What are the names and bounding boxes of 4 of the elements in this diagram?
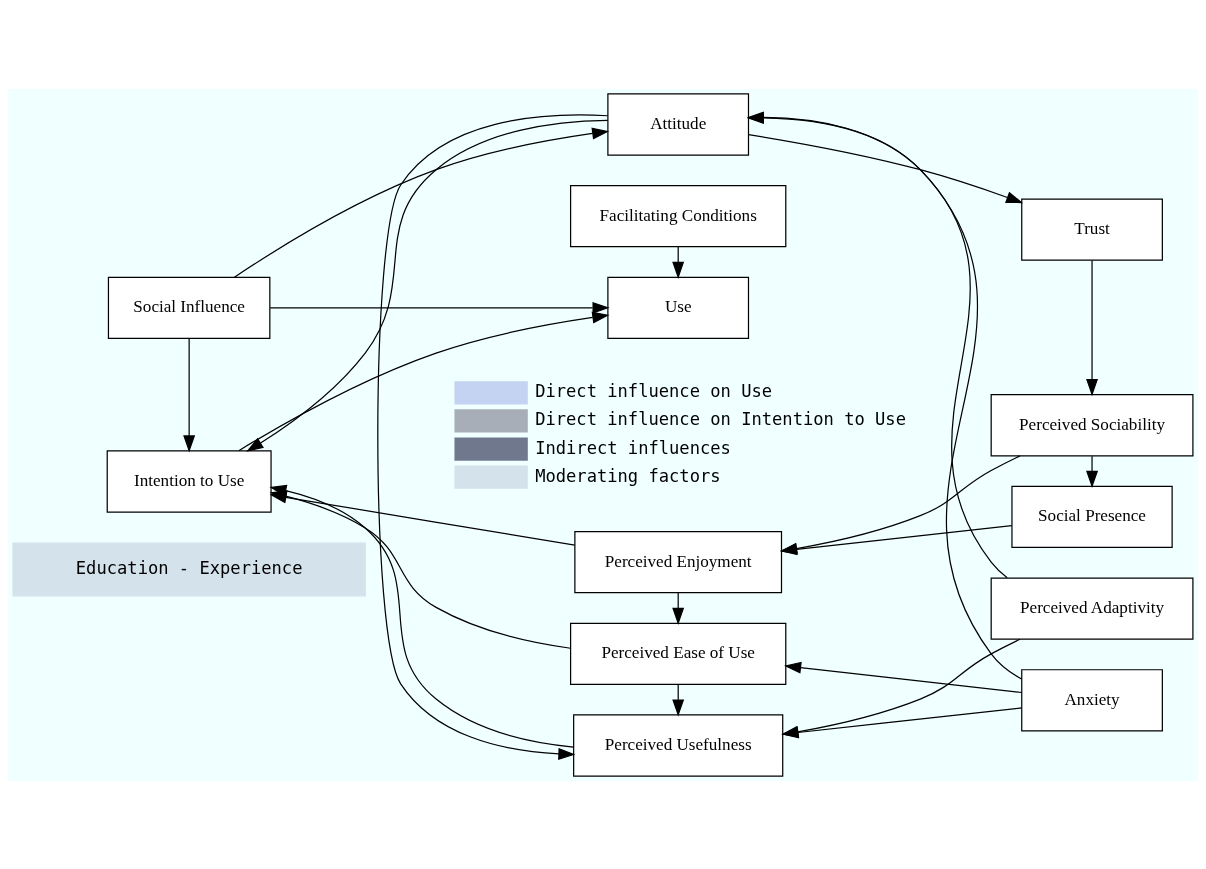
legend-label: Direct influence on Use — [535, 380, 773, 401]
legend-label: Moderating factors — [535, 465, 721, 486]
legend-label: Indirect influences — [535, 437, 731, 458]
legend-label: Direct influence on Intention to Use — [535, 408, 906, 429]
